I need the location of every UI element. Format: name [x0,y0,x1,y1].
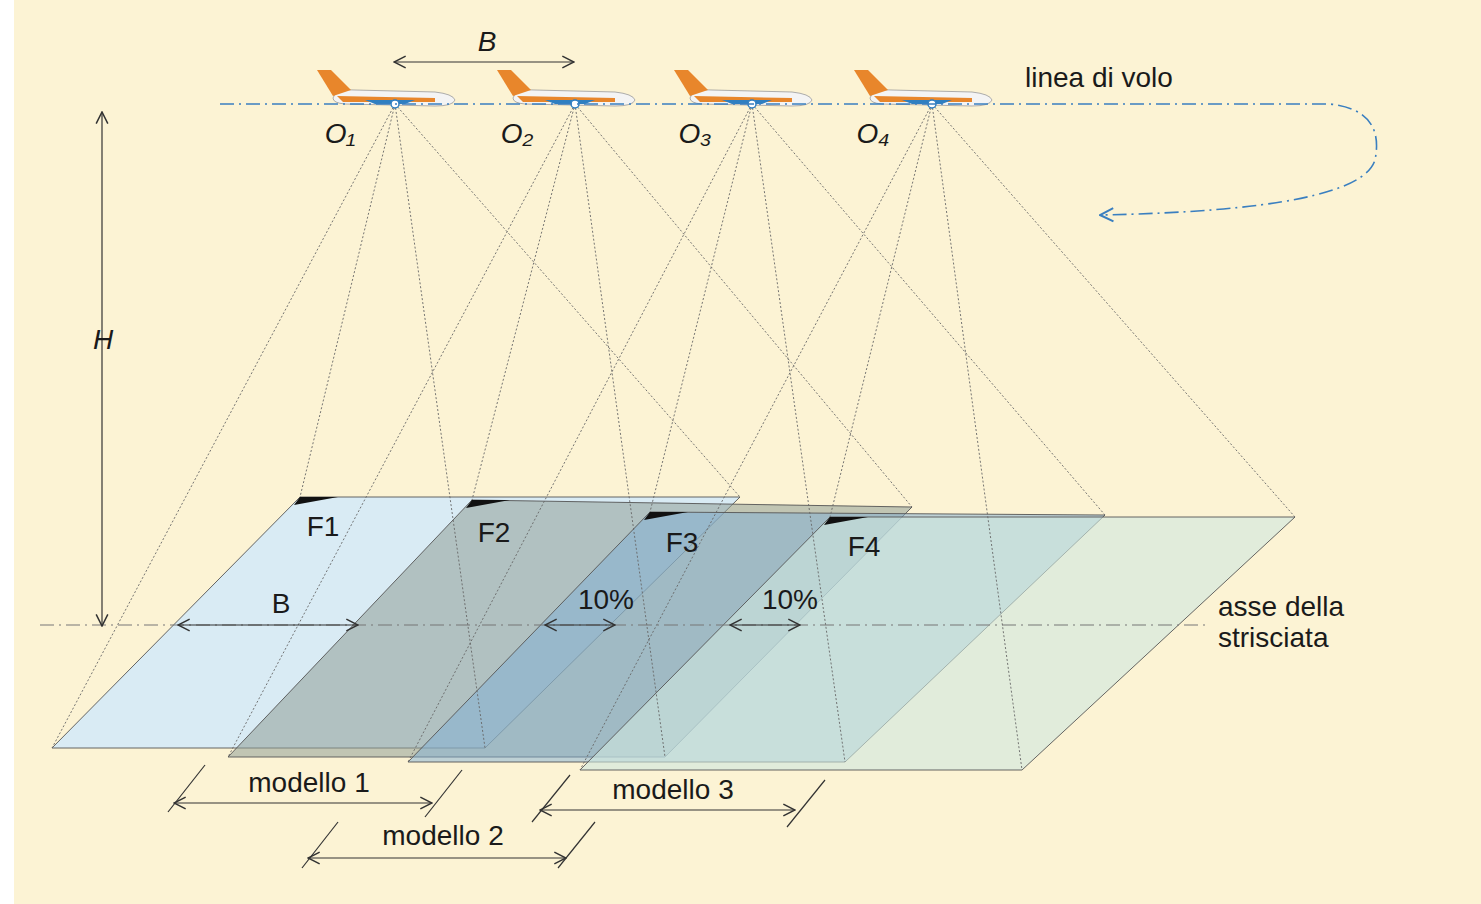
label: F1 [307,512,340,543]
base-dimension [178,624,358,625]
label: B [272,589,291,620]
label: F2 [478,518,511,549]
label: O₃ [679,119,712,150]
label: B [478,27,497,58]
overlap-dimension [545,624,615,625]
projection-ray [932,104,1295,517]
projection-ray [472,104,575,500]
fiducial-mark [644,512,688,520]
label: O₁ [325,119,356,150]
airplane [317,70,455,108]
flight-line [220,104,1377,215]
label: F3 [666,528,699,559]
footprints [52,497,1295,770]
label: O₂ [501,119,533,150]
background [14,0,1481,904]
projection-ray [752,104,1105,515]
label: H [93,325,113,356]
label: modello 3 [612,775,733,806]
base-dimension [394,61,574,62]
airplane [497,70,635,108]
projection-ray [575,104,665,757]
label: linea di volo [1025,63,1173,94]
strip-axis [40,624,1205,625]
photo-footprint [580,517,1295,770]
projection-ray [408,104,752,762]
label: O₄ [856,119,889,150]
projection-lines [52,104,1295,770]
label: F4 [848,532,881,563]
projection-ray [575,104,912,507]
projection-ray [52,104,395,748]
projection-ray [395,104,740,497]
label: 10% [762,585,818,616]
airplanes [317,70,992,108]
projection-ray [752,104,845,762]
airplane [854,70,992,108]
overlap-dimension [730,624,800,625]
projection-ray [650,104,752,512]
label: 10% [578,585,634,616]
projection-ray [395,104,485,748]
projection-ray [932,104,1022,770]
projection-ray [830,104,932,517]
height-dimension [101,112,102,626]
projection-ray [228,104,575,757]
airplane [674,70,812,108]
projection-ray [300,104,395,497]
fiducial-mark [294,497,338,505]
projection-ray [580,104,932,770]
label: modello 2 [382,821,503,852]
fiducial-mark [466,500,510,508]
fiducial-mark [824,517,868,525]
model-brackets [168,765,825,868]
label: modello 1 [248,768,369,799]
label: asse della strisciata [1218,592,1408,654]
